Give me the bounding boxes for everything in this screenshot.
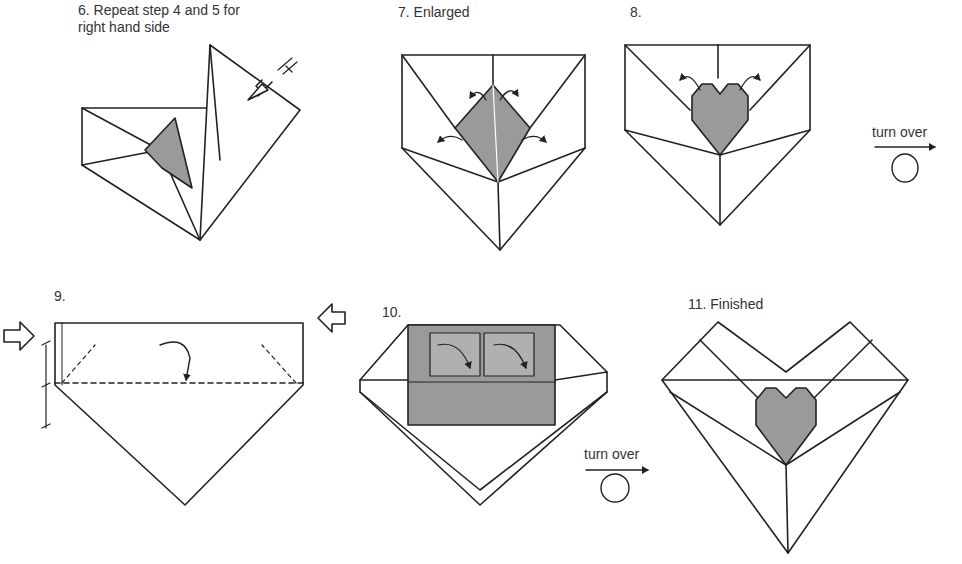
step-number: 8.	[628, 4, 644, 21]
turn-over-note: turn over	[870, 124, 929, 141]
step-caption: 11. Finished	[686, 296, 765, 313]
step-8-figure	[625, 45, 935, 225]
step-6-figure	[82, 45, 300, 240]
step-9-figure	[4, 304, 345, 505]
step-caption: 6. Repeat step 4 and 5 for right hand si…	[76, 2, 272, 36]
step-10-figure	[360, 325, 648, 505]
step-caption: 7. Enlarged	[396, 4, 472, 21]
step-number: 10.	[380, 304, 403, 321]
turn-over-note: turn over	[582, 446, 641, 463]
step-7-figure	[402, 55, 585, 250]
step-number: 9.	[52, 288, 68, 305]
step-11-figure	[662, 322, 908, 553]
